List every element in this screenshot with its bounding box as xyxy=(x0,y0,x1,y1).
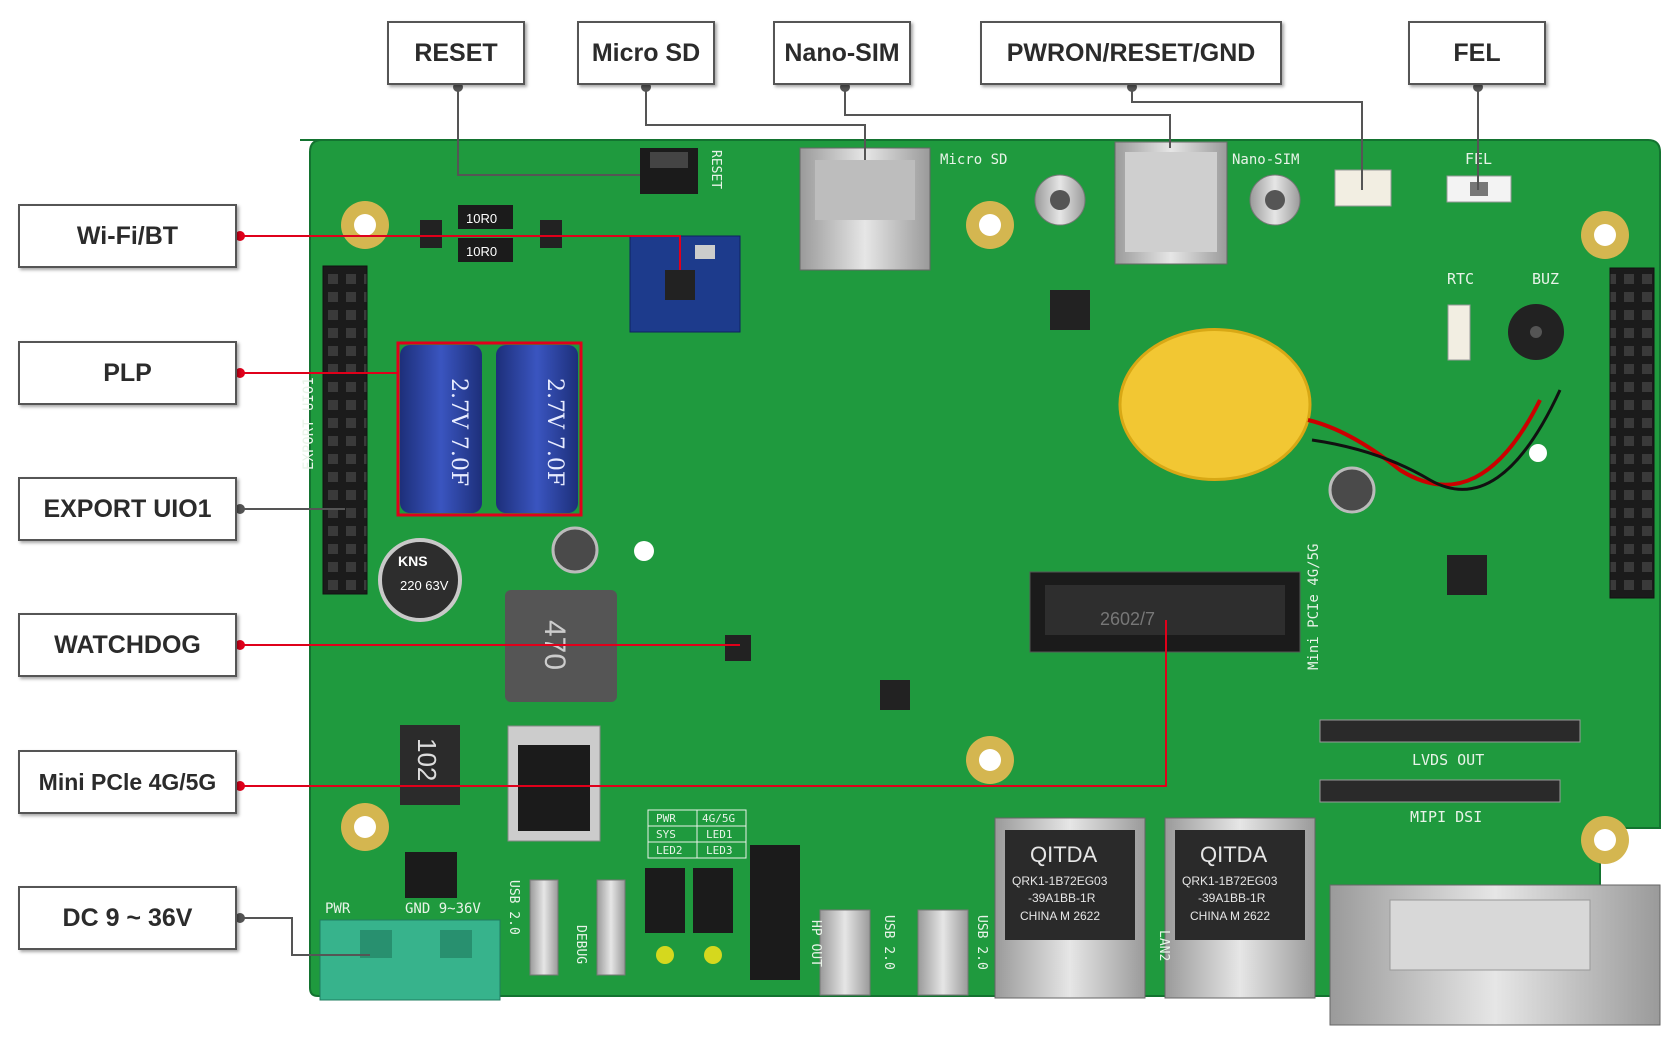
mounting-holes xyxy=(341,201,1629,864)
usb-port-1 xyxy=(529,879,559,976)
callout-fel: FEL xyxy=(1408,21,1546,85)
svg-text:DEBUG: DEBUG xyxy=(573,925,588,964)
led-button-2 xyxy=(693,868,733,933)
callout-micro-sd: Micro SD xyxy=(577,21,715,85)
svg-text:LAN2: LAN2 xyxy=(1156,930,1171,961)
export-silk: EXPORT UIO1 xyxy=(301,377,317,470)
inductor-102 xyxy=(400,725,460,805)
svg-text:BUZ: BUZ xyxy=(1532,270,1559,288)
callout-reset: RESET xyxy=(387,21,525,85)
callout-nano-sim: Nano-SIM xyxy=(773,21,911,85)
cap-lhd-left xyxy=(551,526,599,574)
svg-text:PWR: PWR xyxy=(656,812,676,825)
svg-text:2.7V 7.0F: 2.7V 7.0F xyxy=(446,378,471,486)
svg-text:USB 2.0: USB 2.0 xyxy=(881,915,896,970)
svg-text:MIPI DSI: MIPI DSI xyxy=(1410,808,1482,826)
svg-text:LED3: LED3 xyxy=(706,844,733,857)
svg-text:102: 102 xyxy=(412,738,442,781)
svg-text:2602/7: 2602/7 xyxy=(1100,609,1155,629)
svg-text:CHINA M 2622: CHINA M 2622 xyxy=(1020,909,1100,923)
svg-text:USB 2.0: USB 2.0 xyxy=(974,915,989,970)
svg-text:QITDA: QITDA xyxy=(1200,842,1268,867)
hp-out-jack xyxy=(750,845,800,980)
svg-text:HP OUT: HP OUT xyxy=(808,920,823,967)
svg-text:QITDA: QITDA xyxy=(1030,842,1098,867)
svg-text:-39A1BB-1R: -39A1BB-1R xyxy=(1028,891,1096,905)
svg-text:PWR: PWR xyxy=(325,901,351,917)
svg-text:RESET: RESET xyxy=(708,150,723,189)
callout-wifi-bt: Wi-Fi/BT xyxy=(18,204,237,268)
debug-port xyxy=(596,879,626,976)
export-uio1-header xyxy=(322,265,368,595)
callout-plp: PLP xyxy=(18,341,237,405)
svg-text:LVDS OUT: LVDS OUT xyxy=(1412,751,1484,769)
svg-text:10R0: 10R0 xyxy=(466,211,497,226)
svg-text:KNS: KNS xyxy=(398,553,428,569)
svg-text:GND 9~36V: GND 9~36V xyxy=(405,901,481,917)
svg-text:LED1: LED1 xyxy=(706,828,733,841)
lvds-connector xyxy=(1319,719,1581,743)
svg-text:QRK1-1B72EG03: QRK1-1B72EG03 xyxy=(1182,874,1278,888)
svg-text:2.7V 7.0F: 2.7V 7.0F xyxy=(542,378,567,486)
svg-text:RTC: RTC xyxy=(1447,270,1474,288)
svg-text:QRK1-1B72EG03: QRK1-1B72EG03 xyxy=(1012,874,1108,888)
cap-lhd-right xyxy=(1328,466,1376,514)
callout-lines-red xyxy=(236,235,1167,787)
usb-port-3 xyxy=(917,909,969,996)
callout-dc-power: DC 9 ~ 36V xyxy=(18,886,237,950)
svg-text:10R0: 10R0 xyxy=(466,244,497,259)
svg-text:220 63V: 220 63V xyxy=(400,578,449,593)
tvs-diode xyxy=(405,852,457,898)
svg-text:4G/5G: 4G/5G xyxy=(702,812,735,825)
callout-mini-pcie: Mini PCle 4G/5G xyxy=(18,750,237,814)
callout-dots-red xyxy=(235,231,245,791)
led-table: PWR 4G/5G SYS LED1 LED2 LED3 xyxy=(647,809,747,859)
svg-text:LED2: LED2 xyxy=(656,844,683,857)
callout-pwron-reset-gnd: PWRON/RESET/GND xyxy=(980,21,1282,85)
rtc-connector xyxy=(1447,304,1471,361)
power-terminal xyxy=(319,919,501,1001)
lan-port-left: QITDA QRK1-1B72EG03 -39A1BB-1R CHINA M 2… xyxy=(994,817,1146,999)
usb-port-2 xyxy=(819,909,871,996)
coin-cell-battery xyxy=(1118,328,1312,481)
callout-export-uio1: EXPORT UIO1 xyxy=(18,477,237,541)
svg-text:Mini PCIe 4G/5G: Mini PCIe 4G/5G xyxy=(1306,544,1322,670)
svg-text:USB 2.0: USB 2.0 xyxy=(506,880,521,935)
svg-text:-39A1BB-1R: -39A1BB-1R xyxy=(1198,891,1266,905)
right-header xyxy=(1609,267,1655,599)
svg-text:CHINA M 2622: CHINA M 2622 xyxy=(1190,909,1270,923)
plp-supercapacitors: 2.7V 7.0F 2.7V 7.0F xyxy=(396,341,583,517)
lan-port-right: QITDA QRK1-1B72EG03 -39A1BB-1R CHINA M 2… xyxy=(1164,817,1316,999)
cap-kns xyxy=(378,538,462,622)
svg-text:Micro SD: Micro SD xyxy=(940,152,1007,168)
svg-text:SYS: SYS xyxy=(656,828,676,841)
svg-text:Nano-SIM: Nano-SIM xyxy=(1232,152,1299,168)
mipi-connector xyxy=(1319,779,1561,803)
callout-watchdog: WATCHDOG xyxy=(18,613,237,677)
led-button-1 xyxy=(645,868,685,933)
